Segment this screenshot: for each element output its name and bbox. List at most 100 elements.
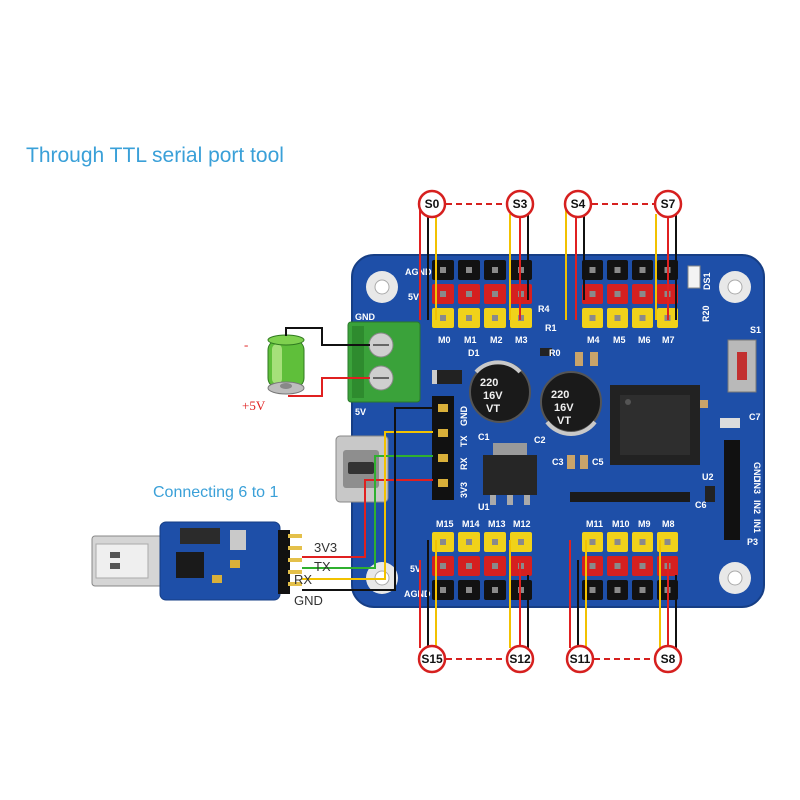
serial-wires [302, 407, 433, 591]
channel-s11: S11 [565, 644, 595, 674]
svg-text:S12: S12 [509, 652, 531, 666]
header-pin-tip [466, 539, 472, 545]
svg-text:S11: S11 [570, 652, 591, 666]
screw-terminal: GND 5V [347, 312, 421, 417]
header-group-top-right [582, 260, 678, 328]
silk-u2: U2 [702, 472, 714, 482]
silk-r0: R0 [549, 348, 561, 358]
silk-m1: M1 [464, 335, 477, 345]
header-pin-tip [466, 587, 472, 593]
header-pin-tip [492, 315, 498, 321]
silk-ds1: DS1 [702, 272, 712, 290]
header-pin-tip [614, 587, 621, 593]
wire-label-rx: RX [294, 572, 312, 587]
header-pin-tip [614, 267, 621, 273]
silk-m0: M0 [438, 335, 451, 345]
header-pin-tip [492, 291, 498, 297]
silk-m4: M4 [587, 335, 600, 345]
header-pin-tip [518, 539, 524, 545]
silk-in3: IN3 [752, 480, 762, 494]
silk-m12: M12 [513, 519, 531, 529]
header-pin-tip [614, 539, 621, 545]
power-wire-positive [288, 377, 370, 397]
silk-d1: D1 [468, 348, 480, 358]
silk-m5: M5 [613, 335, 626, 345]
header-pin-tip [614, 315, 621, 321]
channel-s0: S0 [417, 189, 447, 219]
header-pin-tip [440, 587, 446, 593]
silk-m15: M15 [436, 519, 454, 529]
header-pin-tip [589, 267, 596, 273]
in-header: GND IN3 IN2 IN1 [724, 440, 762, 540]
mounting-hole-tl [366, 271, 398, 303]
svg-text:S0: S0 [425, 197, 440, 211]
silk-m11: M11 [586, 519, 603, 529]
channel-s8: S8 [653, 644, 683, 674]
header-pin-tip [639, 315, 646, 321]
power-wire-negative [285, 327, 370, 346]
diagram-title: Through TTL serial port tool [26, 144, 284, 167]
header-pin-tip [614, 291, 621, 297]
silk-m13: M13 [488, 519, 506, 529]
cap-left-brand: VT [486, 403, 500, 415]
screw-bottom [368, 365, 394, 391]
push-button-s1 [727, 339, 757, 393]
silk-m6: M6 [638, 335, 651, 345]
header-pin-tip [639, 267, 646, 273]
header-pin-tip [639, 587, 646, 593]
channel-s15: S15 [417, 644, 447, 674]
channel-dashes [446, 203, 654, 660]
wire-label-gnd: GND [294, 593, 323, 608]
capacitor-right: 220 16V VT [540, 371, 602, 436]
screw-top [368, 332, 394, 358]
channel-s4: S4 [563, 189, 593, 219]
cap-right-value: 220 [551, 389, 569, 401]
wire-label-3v3: 3V3 [314, 540, 337, 555]
battery [267, 334, 305, 395]
header-pin-tip [466, 315, 472, 321]
silk-m10: M10 [612, 519, 630, 529]
silk-uart-3v3: 3V3 [459, 482, 469, 498]
svg-text:S4: S4 [571, 197, 586, 211]
silk-m9: M9 [638, 519, 651, 529]
channel-s3: S3 [505, 189, 535, 219]
silk-c5: C5 [592, 457, 604, 467]
header-pin-tip [639, 291, 646, 297]
silk-r4: R4 [538, 304, 550, 314]
header-group-bottom-right [582, 532, 678, 600]
header-pin-tip [589, 539, 596, 545]
svg-text:S15: S15 [421, 652, 443, 666]
silk-s1: S1 [750, 325, 761, 335]
micro-usb-connector [335, 435, 389, 503]
silk-5v-bottom: 5V [410, 564, 421, 574]
cap-left-voltage: 16V [483, 390, 503, 402]
uart-header: GND TX RX 3V3 [432, 396, 469, 500]
header-pin-tip [492, 587, 498, 593]
header-pin-tip [492, 267, 498, 273]
silk-uart-gnd: GND [459, 406, 469, 427]
silk-c7: C7 [749, 412, 761, 422]
header-pin-tip [639, 563, 646, 569]
header-pin-tip [492, 563, 498, 569]
cap-right-brand: VT [557, 415, 571, 427]
header-pin-tip [589, 315, 596, 321]
header-pin-tip [589, 563, 596, 569]
silk-m3: M3 [515, 335, 528, 345]
header-pin-tip [440, 539, 446, 545]
channel-s12: S12 [505, 644, 535, 674]
diode-d1 [432, 370, 462, 384]
header-pin-tip [589, 587, 596, 593]
silk-c1: C1 [478, 432, 490, 442]
silk-m2: M2 [490, 335, 503, 345]
wire-label-tx: TX [314, 559, 331, 574]
subtitle-connecting: Connecting 6 to 1 [153, 484, 279, 501]
header-pin-tip [466, 291, 472, 297]
microcontroller-chip [610, 385, 700, 465]
svg-text:S8: S8 [661, 652, 676, 666]
silk-m8: M8 [662, 519, 675, 529]
battery-plus-label: +5V [242, 398, 266, 413]
header-pin-tip [466, 563, 472, 569]
silk-r20: R20 [701, 305, 711, 322]
servo-wires [419, 206, 677, 648]
